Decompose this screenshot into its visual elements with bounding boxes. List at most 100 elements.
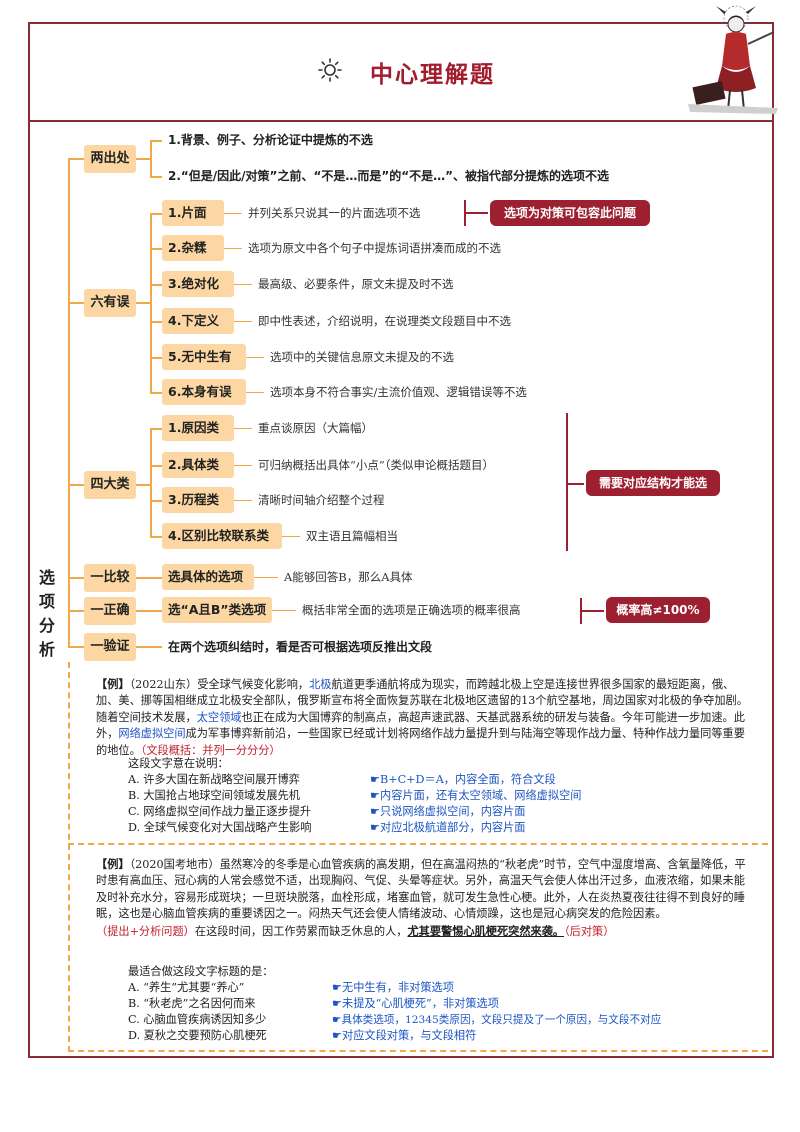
error-item-desc: 最高级、必要条件，原文未提及时不选 [258,277,454,291]
character-illustration [688,5,778,114]
connector [234,428,252,429]
error-item-desc: 选项本身不符合事实/主流价值观、逻辑错误等不选 [270,385,527,399]
connector [150,428,162,430]
verify-desc: 在两个选项纠结时，看是否可根据选项反推出文段 [168,640,433,654]
verify-label: 一验证 [84,633,136,661]
connector [68,646,84,648]
connector [224,248,242,249]
example-2-question: 最适合做这段文字标题的是： [128,965,274,978]
connector [282,536,300,537]
note-bracket [580,598,582,624]
connector [234,500,252,501]
connector [68,158,84,160]
page-title: 中心理解题 [370,62,495,88]
connector [234,321,252,322]
example-2-passage: 【例】（2020国考地市）虽然寒冷的冬季是心血管疾病的高发期，但在高温闷热的“秋… [96,857,746,938]
connector [224,213,242,214]
compare-label: 一比较 [84,564,136,592]
error-item-name: 2.杂糅 [162,235,224,261]
note-bracket [464,200,466,226]
connector [136,646,162,648]
two-out-item: 1.背景、例子、分析论证中提炼的不选 [168,133,373,147]
example-2-note-c: ☛具体类选项，12345类原因，文段只提及了一个原因，与文段不对应 [332,1014,662,1026]
type-item-desc: 清晰时间轴介绍整个过程 [258,493,385,507]
connector [150,140,162,142]
connector [246,392,264,393]
connector [68,484,84,486]
compare-desc: A能够回答B，那么A具体 [284,570,413,584]
error-item-name: 3.绝对化 [162,271,234,297]
example-1-note-b: ☛内容片面，还有太空领域、网络虚拟空间 [370,789,582,802]
correct-desc: 概括非常全面的选项是正确选项的概率很高 [302,603,521,617]
title-bar [28,22,774,122]
six-errors-label: 六有误 [84,289,136,317]
note-connector [568,483,584,485]
error-item-name: 1.片面 [162,200,224,226]
connector [150,176,162,178]
connector [136,302,150,304]
connector [150,357,162,359]
error-item-name: 6.本身有误 [162,379,246,405]
correct-name: 选“A且B”类选项 [162,597,272,623]
example-divider [68,843,768,845]
example-2-note-a: ☛无中生有，非对策选项 [332,981,454,994]
connector [150,321,162,323]
example-divider [68,1050,768,1052]
connector [150,392,162,394]
connector [246,357,264,358]
example-1-option-a: A. 许多大国在新战略空间展开博弈 [128,773,300,786]
type-item-name: 2.具体类 [162,452,234,478]
error-item-name: 5.无中生有 [162,344,246,370]
two-out-label: 两出处 [84,145,136,173]
connector [136,484,150,486]
four-types-note: 需要对应结构才能选 [586,470,720,496]
connector [150,500,162,502]
four-types-label: 四大类 [84,471,136,499]
connector [254,577,278,578]
example-1-option-c: C. 网络虚拟空间作战力量正逐步提升 [128,805,312,818]
type-item-desc: 重点谈原因（大篇幅） [258,421,373,435]
bracket-line [150,213,152,393]
connector [68,577,84,579]
correct-label: 一正确 [84,597,136,625]
example-1-note-d: ☛对应北极航道部分，内容片面 [370,821,526,834]
error-item-desc: 选项为原文中各个句子中提炼词语拼凑而成的不选 [248,241,501,255]
connector [150,465,162,467]
type-item-name: 3.历程类 [162,487,234,513]
example-2-option-b: B. “秋老虎”之名因何而来 [128,997,256,1010]
example-1-note-a: ☛B+C+D＝A，内容全面，符合文段 [370,773,556,786]
connector [68,302,84,304]
connector [234,465,252,466]
type-item-name: 4.区别比较联系类 [162,523,282,549]
example-2-option-c: C. 心脑血管疾病诱因知多少 [128,1013,267,1026]
error-item-desc: 选项中的关键信息原文未提及的不选 [270,350,454,364]
example-1-passage: 【例】（2022山东）受全球气候变化影响，北极航道更季通航将成为现实，而跨越北极… [96,677,748,757]
note-connector [466,212,488,214]
six-errors-note: 选项为对策可包容此问题 [490,200,650,226]
page-frame [28,22,774,1058]
example-2-note-b: ☛未提及“心肌梗死”，非对策选项 [332,997,499,1010]
note-bracket [566,413,568,551]
example-2-note-d: ☛对应文段对策，与文段相符 [332,1029,477,1042]
example-1-option-b: B. 大国抢占地球空间领域发展先机 [128,789,300,802]
spine-line [68,158,70,648]
correct-note: 概率高≠100% [606,597,710,623]
connector [136,158,150,160]
options-analysis-label: 选项分析 [38,568,55,659]
connector [234,284,252,285]
connector [136,577,162,579]
example-1-note-c: ☛只说网络虚拟空间，内容片面 [370,805,526,818]
type-item-desc: 双主语且篇幅相当 [306,529,398,543]
sun-icon [318,58,342,82]
connector [150,536,162,538]
error-item-name: 4.下定义 [162,308,234,334]
connector [68,610,84,612]
example-dashed-line [68,662,70,1052]
error-item-desc: 即中性表述，介绍说明，在说理类文段题目中不选 [258,314,511,328]
error-item-desc: 并列关系只说其一的片面选项不选 [248,206,421,220]
example-1-question: 这段文字意在说明： [128,757,229,770]
example-2-option-d: D. 夏秋之交要预防心肌梗死 [128,1029,267,1042]
compare-name: 选具体的选项 [162,564,254,590]
type-item-desc: 可归纳概括出具体“小点”（类似申论概括题目） [258,458,495,472]
example-2-option-a: A. “养生”尤其要“养心” [128,981,245,994]
